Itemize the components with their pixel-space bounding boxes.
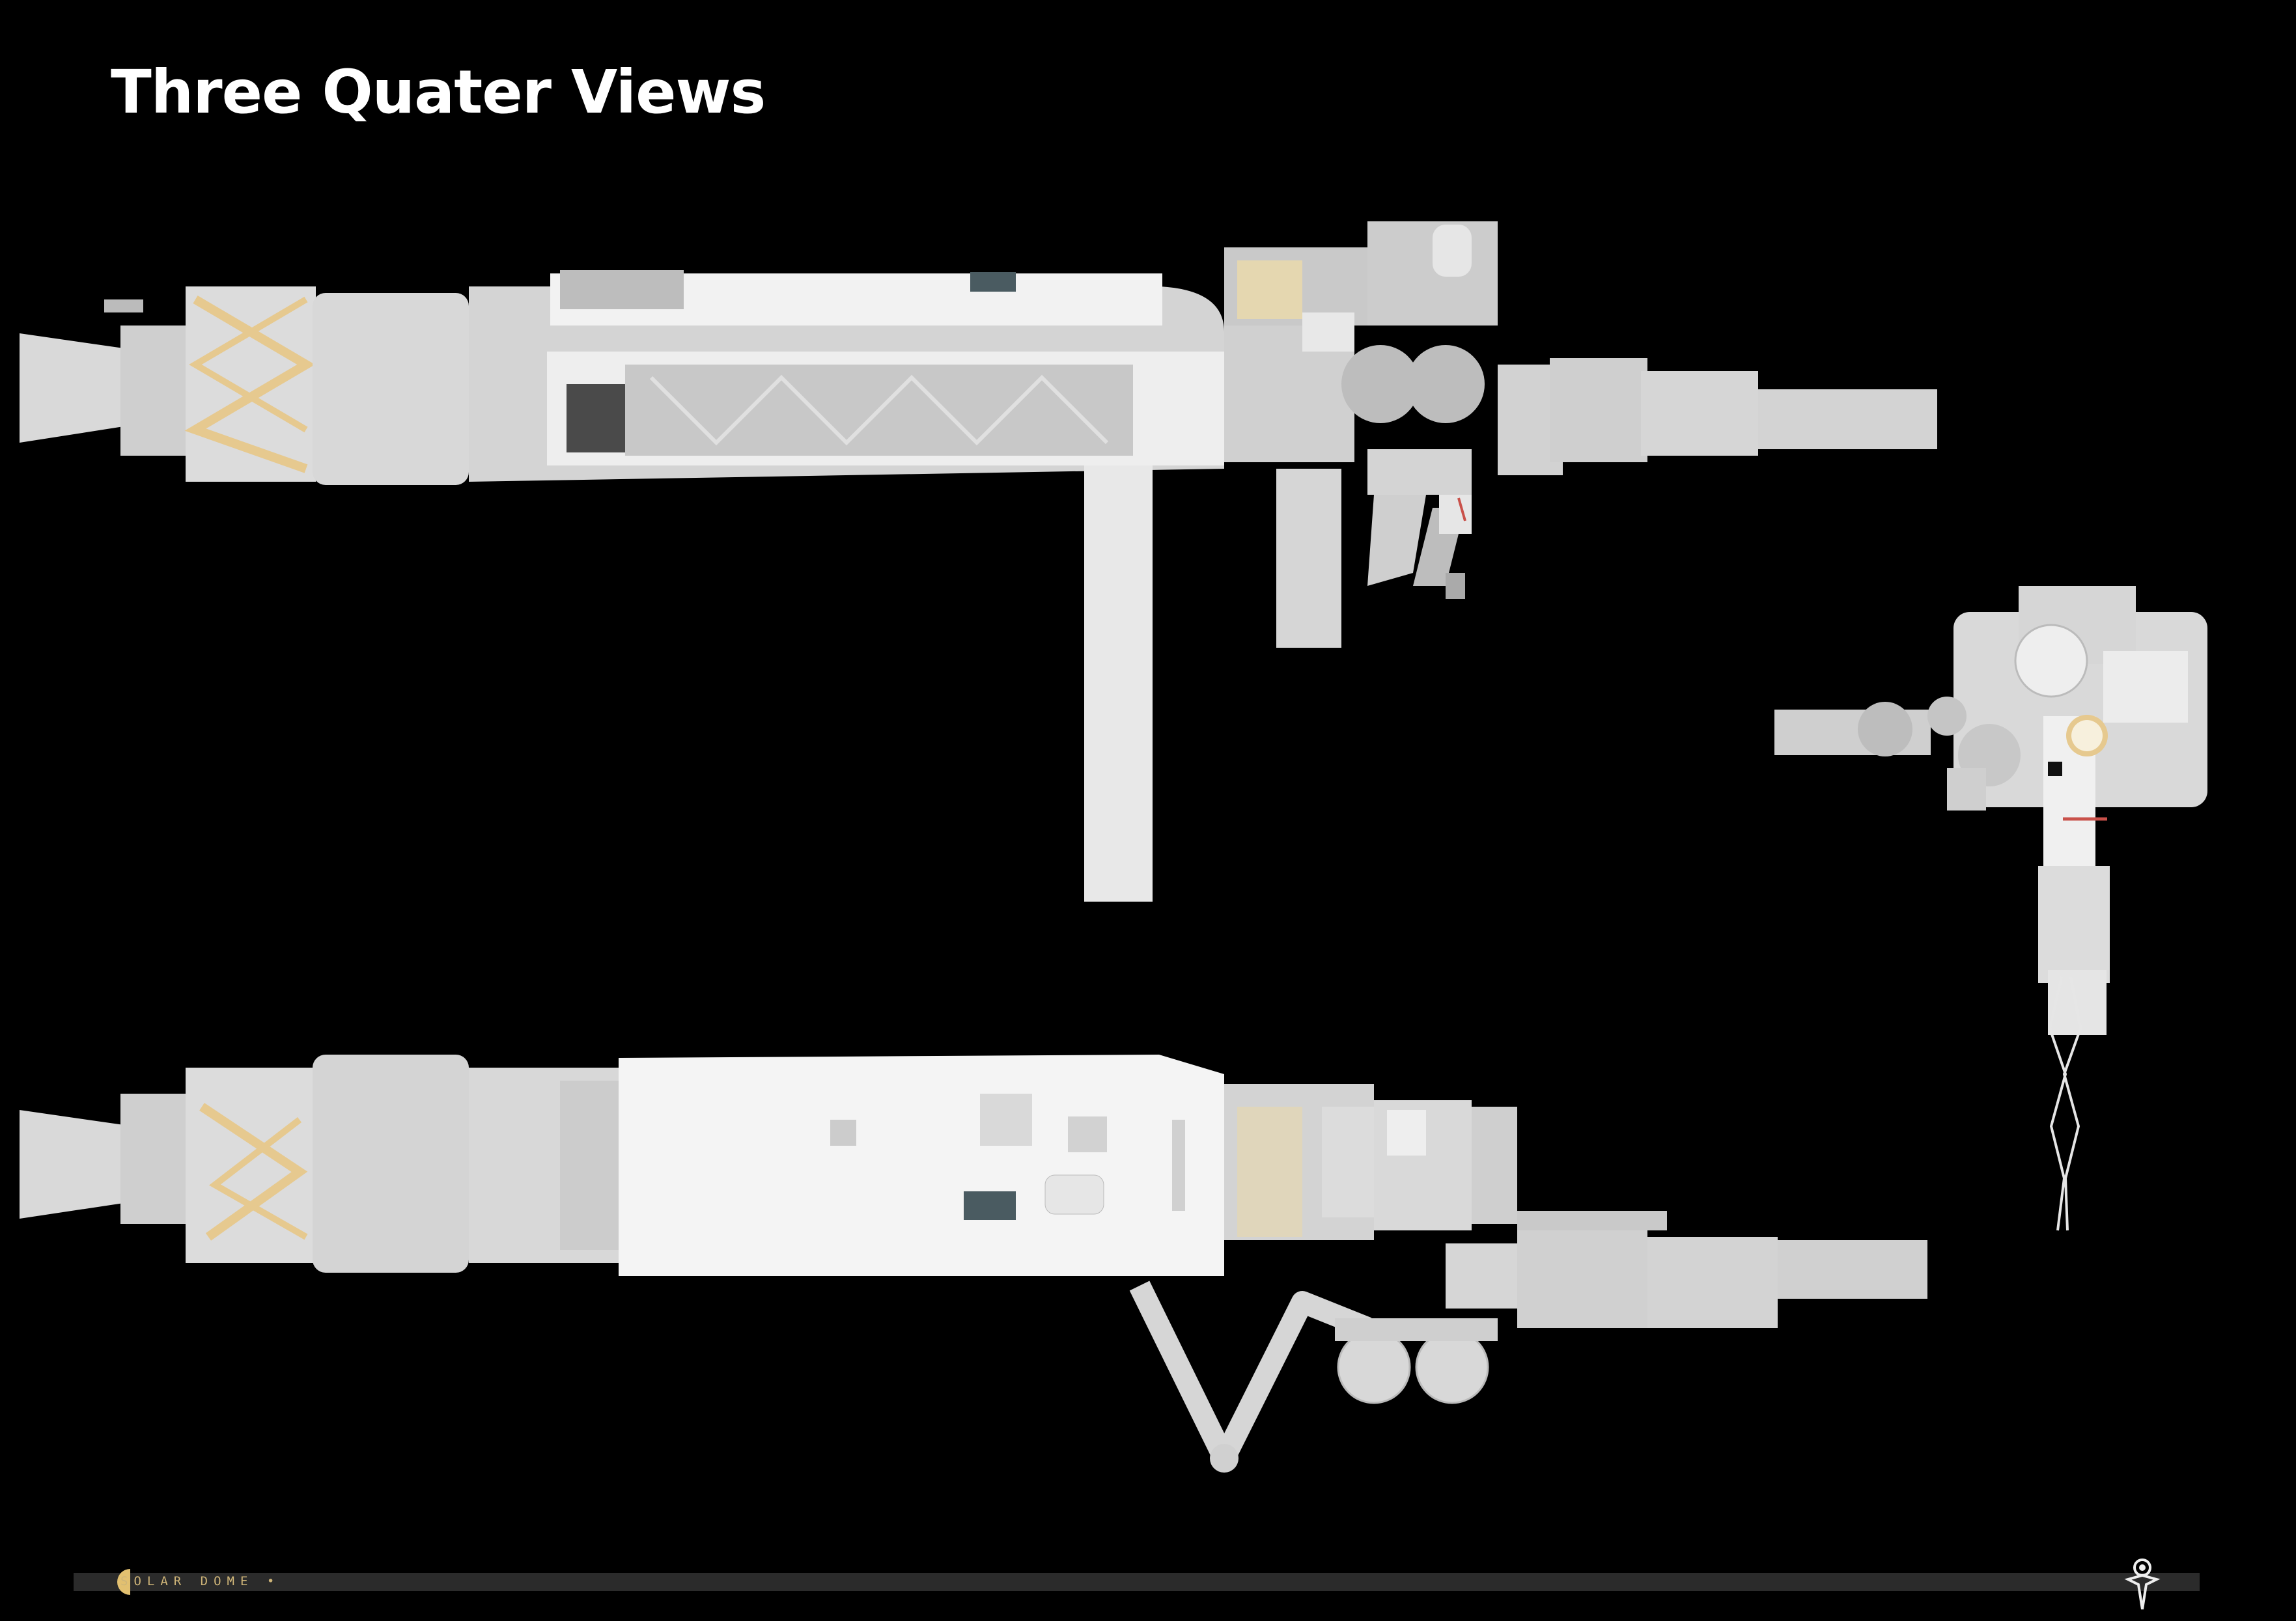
half-circle-icon [117,1569,130,1595]
footer-brand: SOLAR DOME • [120,1574,281,1588]
astronaut-emblem-icon [2124,1559,2161,1610]
spacecraft-bottom-view [20,1055,1927,1473]
page-title: Three Quater Views [111,57,766,127]
footer-bar: SOLAR DOME • [74,1559,2200,1610]
spacecraft-front-view [1774,586,2207,1231]
spacecraft-top-view [20,221,1937,902]
